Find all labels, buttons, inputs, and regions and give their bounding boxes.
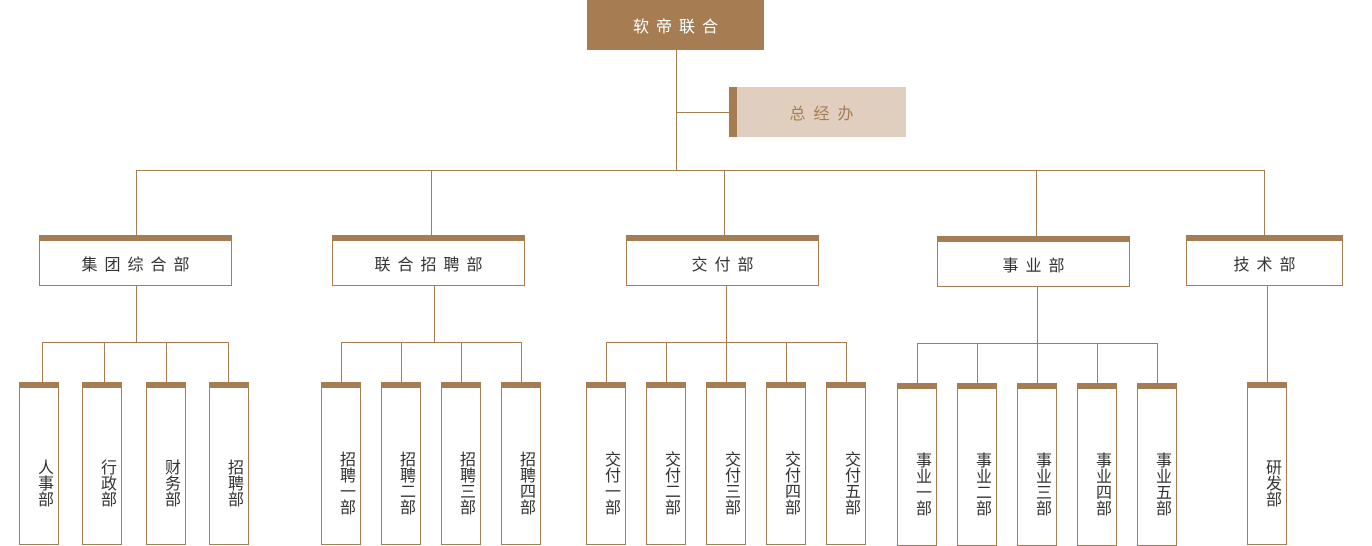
- office-node: 总经办: [729, 87, 906, 137]
- connector-sub-drop: [917, 343, 918, 383]
- sub-dept-node: 交付三部: [706, 382, 746, 545]
- sub-dept-node: 招聘三部: [441, 382, 481, 545]
- sub-dept-label: 财务部: [162, 459, 181, 507]
- sub-dept-label: 交付二部: [662, 451, 681, 515]
- connector-office: [676, 112, 729, 113]
- dept-node: 技术部: [1186, 235, 1343, 286]
- connector-sub-trunk: [1037, 287, 1038, 343]
- connector-root-trunk: [676, 50, 677, 170]
- sub-dept-label: 招聘四部: [517, 451, 536, 515]
- connector-dept-drop: [724, 170, 725, 235]
- sub-dept-node: 事业四部: [1077, 383, 1117, 546]
- dept-label: 交付部: [691, 255, 761, 274]
- connector-sub-trunk: [136, 286, 137, 342]
- connector-sub-drop: [461, 342, 462, 382]
- office-node-label: 总经办: [789, 104, 862, 123]
- connector-sub-drop: [1157, 343, 1158, 383]
- connector-sub-trunk: [434, 286, 435, 342]
- dept-node: 交付部: [626, 235, 819, 286]
- sub-dept-label: 招聘三部: [457, 451, 476, 515]
- connector-dept-bar: [136, 170, 1265, 171]
- sub-dept-label: 交付三部: [722, 451, 741, 515]
- sub-dept-node: 招聘部: [209, 382, 249, 545]
- sub-dept-label: 事业一部: [913, 452, 932, 516]
- connector-sub-drop: [786, 342, 787, 382]
- sub-dept-label: 行政部: [98, 459, 117, 507]
- connector-sub-bar: [42, 342, 229, 343]
- sub-dept-node: 事业一部: [897, 383, 937, 546]
- sub-dept-node: 行政部: [82, 382, 122, 545]
- connector-dept-drop: [431, 170, 432, 235]
- sub-dept-label: 招聘一部: [337, 451, 356, 515]
- dept-node: 联合招聘部: [332, 235, 525, 286]
- sub-dept-node: 交付二部: [646, 382, 686, 545]
- sub-dept-node: 交付一部: [586, 382, 626, 545]
- connector-dept-drop: [1036, 170, 1037, 236]
- sub-dept-label: 交付五部: [842, 451, 861, 515]
- sub-dept-label: 交付一部: [602, 451, 621, 515]
- connector-sub-drop: [846, 342, 847, 382]
- connector-sub-drop: [1097, 343, 1098, 383]
- dept-label: 联合招聘部: [374, 255, 490, 274]
- sub-dept-node: 交付五部: [826, 382, 866, 545]
- connector-dept-drop: [136, 170, 137, 235]
- dept-label: 事业部: [1002, 256, 1072, 275]
- connector-sub-drop: [666, 342, 667, 382]
- sub-dept-label: 研发部: [1263, 459, 1282, 507]
- sub-dept-label: 事业二部: [973, 452, 992, 516]
- connector-sub-drop: [228, 342, 229, 382]
- root-node: 软帝联合: [587, 0, 764, 50]
- dept-label: 集团综合部: [81, 255, 197, 274]
- dept-label: 技术部: [1233, 255, 1303, 274]
- root-node-label: 软帝联合: [632, 17, 725, 36]
- connector-sub-drop: [726, 342, 727, 382]
- sub-dept-label: 事业五部: [1153, 452, 1172, 516]
- connector-sub-trunk: [1267, 286, 1268, 382]
- sub-dept-node: 事业三部: [1017, 383, 1057, 546]
- connector-sub-drop: [42, 342, 43, 382]
- connector-sub-trunk: [726, 286, 727, 342]
- sub-dept-label: 事业四部: [1093, 452, 1112, 516]
- connector-sub-drop: [104, 342, 105, 382]
- connector-sub-drop: [521, 342, 522, 382]
- sub-dept-label: 人事部: [35, 459, 54, 507]
- sub-dept-node: 人事部: [19, 382, 59, 545]
- sub-dept-node: 招聘一部: [321, 382, 361, 545]
- connector-sub-drop: [977, 343, 978, 383]
- sub-dept-node: 事业二部: [957, 383, 997, 546]
- sub-dept-node: 事业五部: [1137, 383, 1177, 546]
- dept-node: 集团综合部: [39, 235, 232, 286]
- sub-dept-label: 交付四部: [782, 451, 801, 515]
- connector-sub-drop: [341, 342, 342, 382]
- sub-dept-label: 招聘二部: [397, 451, 416, 515]
- connector-sub-drop: [606, 342, 607, 382]
- connector-sub-drop: [166, 342, 167, 382]
- sub-dept-node: 招聘二部: [381, 382, 421, 545]
- sub-dept-node: 研发部: [1247, 382, 1287, 545]
- connector-sub-drop: [1037, 343, 1038, 383]
- dept-node: 事业部: [937, 236, 1130, 287]
- sub-dept-label: 招聘部: [225, 459, 244, 507]
- connector-sub-drop: [401, 342, 402, 382]
- connector-sub-bar: [341, 342, 522, 343]
- sub-dept-node: 财务部: [146, 382, 186, 545]
- sub-dept-node: 招聘四部: [501, 382, 541, 545]
- sub-dept-label: 事业三部: [1033, 452, 1052, 516]
- sub-dept-node: 交付四部: [766, 382, 806, 545]
- connector-dept-drop: [1264, 170, 1265, 235]
